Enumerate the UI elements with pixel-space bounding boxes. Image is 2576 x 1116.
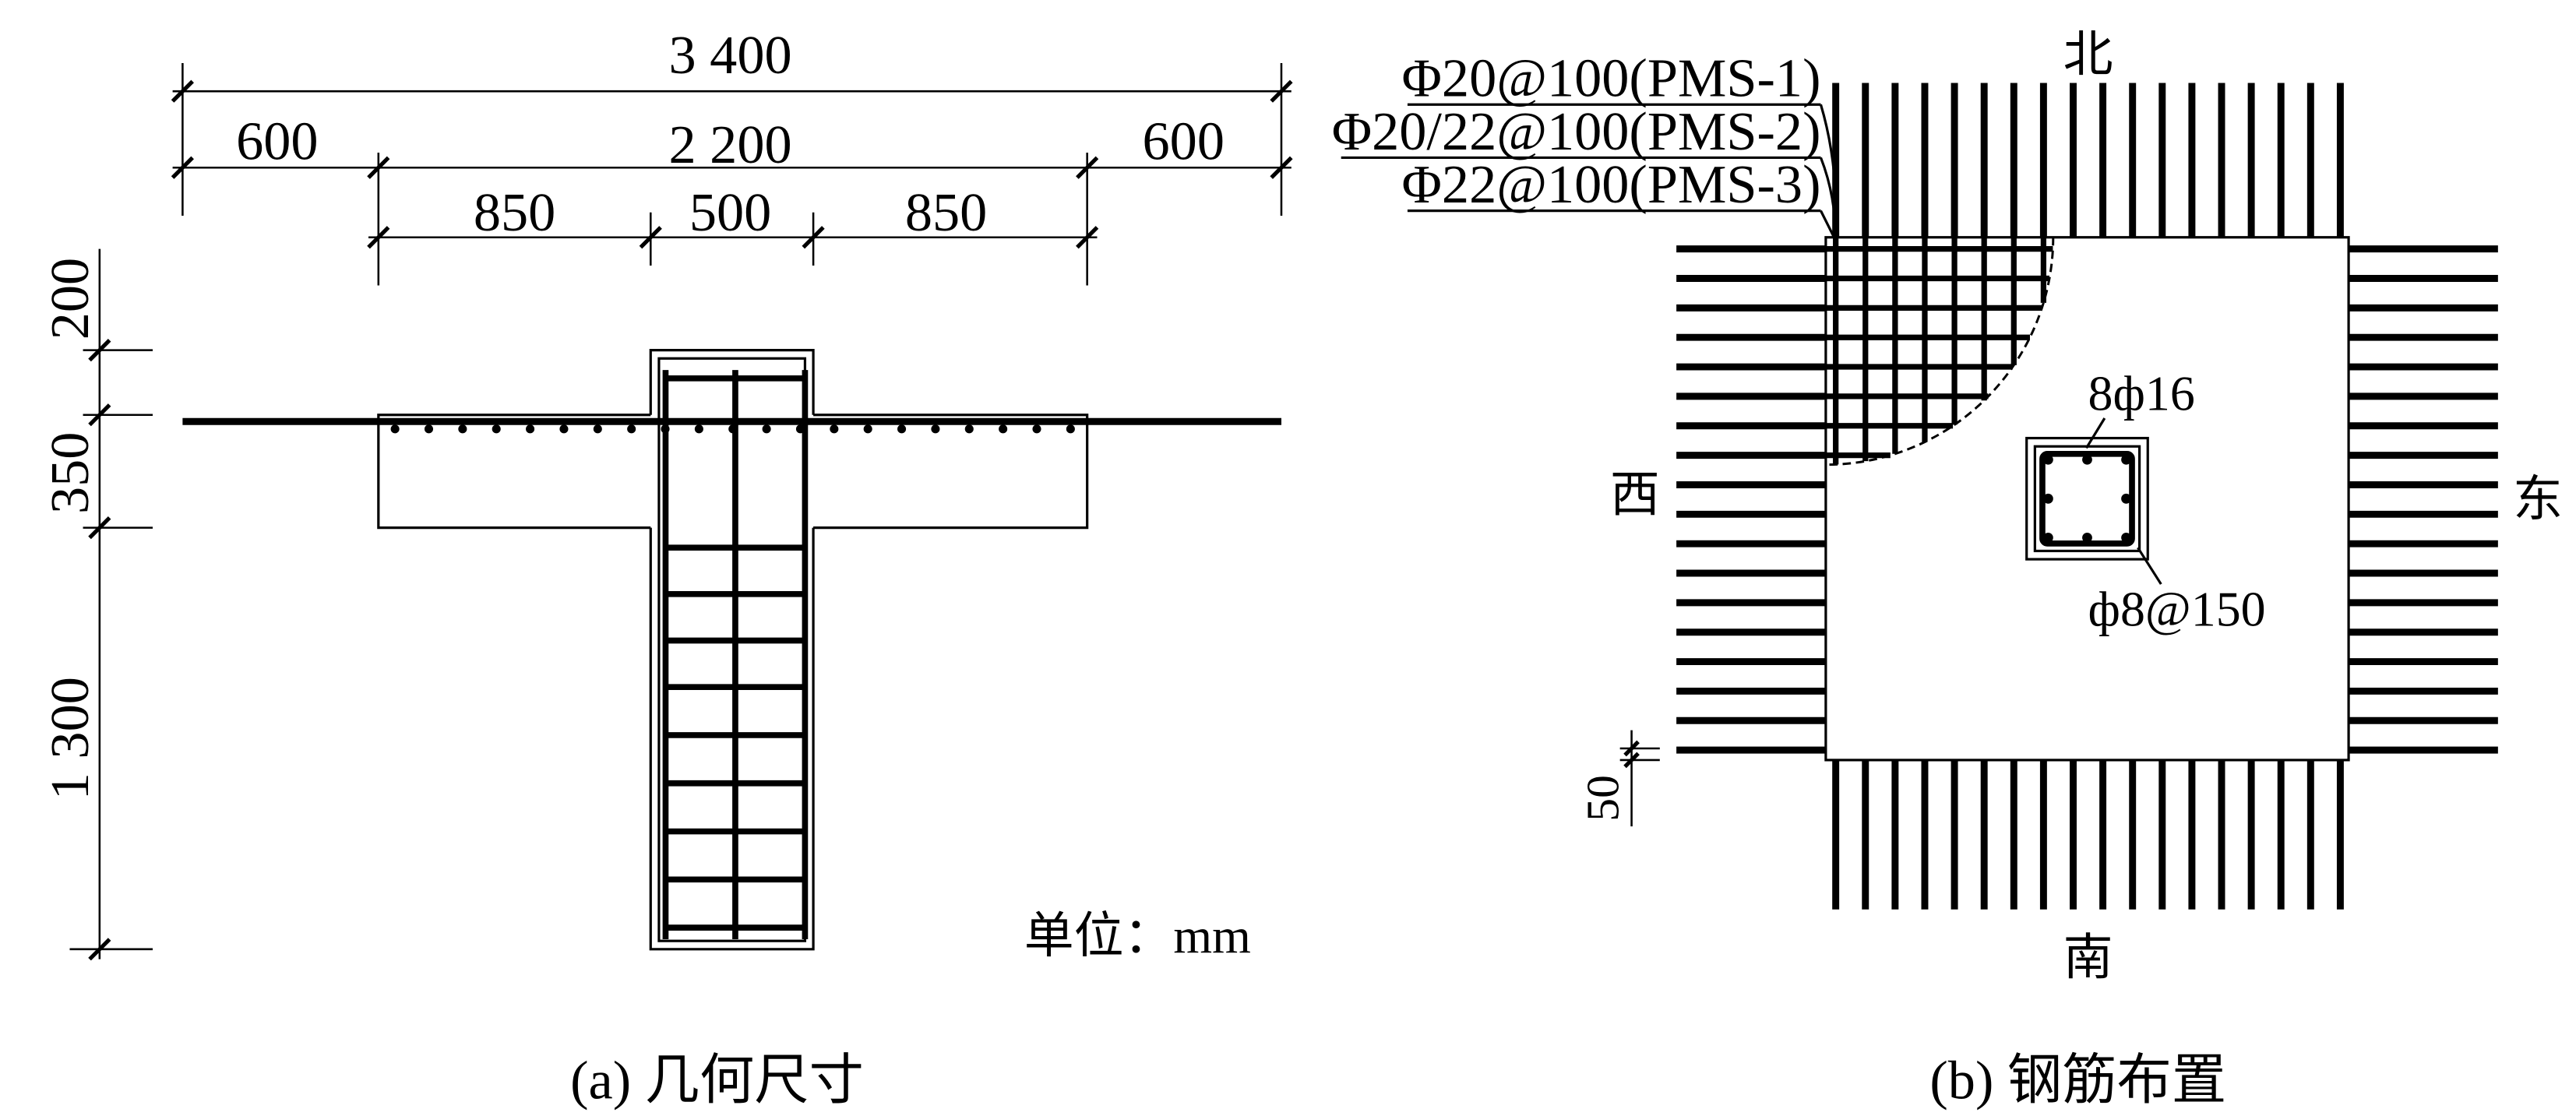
- column-bars-label: 8ф16: [2088, 365, 2195, 421]
- dimension-ticks-a: [88, 79, 1293, 961]
- dimension-text-left-span: 850: [474, 182, 555, 243]
- rebar-label-pms-1: Φ20@100(PMS-1): [1402, 48, 1821, 109]
- unit-label: 单位：mm: [1024, 908, 1251, 963]
- column-bar-dot: [2121, 454, 2131, 465]
- caption-figure-a: (a) 几何尺寸: [570, 1051, 864, 1111]
- dimension-text-overall: 3 400: [668, 25, 791, 86]
- column-outline-plan: [2025, 436, 2149, 561]
- dimension-tick: [1076, 156, 1099, 179]
- dimension-tick: [171, 156, 194, 179]
- slab-rebars: [1676, 83, 2498, 910]
- slab-rebar-dot: [863, 424, 872, 434]
- column-outline: [649, 527, 815, 951]
- direction-east: 东: [2513, 472, 2563, 527]
- column-plan: [2025, 436, 2149, 561]
- column-stub-outline: [649, 349, 815, 415]
- slab-rebar-dot: [1032, 424, 1041, 434]
- dimension-tick: [1076, 226, 1099, 249]
- slab-rebar-dot: [1066, 424, 1075, 434]
- dimension-tick: [171, 79, 194, 103]
- slab-rebar-dot: [424, 424, 434, 434]
- dimension-texts-a: 3 400 600 2 200 600 850 500 850 200 350 …: [40, 25, 1225, 801]
- column-bar-dot: [2043, 493, 2053, 504]
- slab-rebar-dot: [830, 424, 839, 434]
- slab-rebar-dot: [931, 424, 940, 434]
- slab-rebar-dot: [964, 424, 974, 434]
- dimension-lines-a: [69, 62, 1292, 959]
- dimension-text-right-span: 850: [905, 182, 987, 243]
- slab-rebar-dot: [694, 424, 703, 434]
- direction-north: 北: [2063, 27, 2113, 83]
- slab-rebar-dot: [458, 424, 467, 434]
- dimension-tick: [88, 403, 111, 427]
- dimension-text-right-overhang: 600: [1143, 111, 1225, 172]
- dimension-tick: [802, 226, 825, 249]
- dimension-tick: [88, 516, 111, 540]
- column-cover-line: [657, 357, 807, 942]
- cutaway-boundary-arc: [1825, 237, 2055, 466]
- figure-a: 3 400 600 2 200 600 850 500 850 200 350 …: [40, 25, 1293, 1111]
- slab-rebar-grid-cutaway: [1825, 237, 2053, 465]
- column-stirrup: [2039, 450, 2135, 547]
- dimension-text-column-height: 1 300: [40, 677, 100, 800]
- dimension-tick: [367, 226, 390, 249]
- slab-rebar-dot: [897, 424, 907, 434]
- dimension-text-stub-height: 200: [40, 258, 100, 340]
- column-bar-dot: [2043, 454, 2053, 465]
- column-ties: [665, 375, 805, 931]
- dimension-tick: [367, 156, 390, 179]
- leader-line: [1820, 209, 1838, 241]
- rebar-label-pms-3: Φ22@100(PMS-3): [1402, 154, 1821, 215]
- slab-rebar-dot: [492, 424, 501, 434]
- slab-rebar-dot: [559, 424, 569, 434]
- column-longitudinal-bar-dots: [2043, 454, 2131, 543]
- structure-outline-a: [377, 349, 1089, 951]
- edge-distance-dimension: 50: [1577, 730, 1660, 827]
- dimension-tick: [1270, 156, 1293, 179]
- dimension-tick: [1623, 752, 1640, 769]
- leader-line: [1819, 157, 1838, 241]
- column-longitudinal-bars: [662, 370, 809, 940]
- dimension-tick: [1623, 740, 1640, 757]
- dimension-text-column-width: 500: [689, 182, 771, 243]
- slab-outline-right: [813, 414, 1089, 530]
- dimension-text-slab-thickness: 350: [40, 432, 100, 514]
- column-bar-dot: [2082, 454, 2092, 465]
- leaders-b: [1341, 103, 2162, 585]
- slab-rebar-dot: [526, 424, 535, 434]
- column-bar-dot: [2121, 493, 2131, 504]
- dimension-text-left-overhang: 600: [236, 111, 318, 172]
- caption-figure-b: (b) 钢筋布置: [1929, 1051, 2226, 1111]
- column-bar-dot: [2082, 533, 2092, 543]
- slab-rebar-dot: [627, 424, 636, 434]
- leader-line-stirrups: [2137, 547, 2162, 585]
- rebar-label-pms-2: Φ20/22@100(PMS-2): [1332, 101, 1821, 162]
- direction-south: 南: [2063, 930, 2113, 985]
- slab-outline-plan: [1824, 236, 2350, 762]
- dimension-text-slab-width: 2 200: [668, 114, 791, 175]
- dimension-tick: [88, 938, 111, 961]
- slab-outline-left: [377, 414, 651, 530]
- slab-rebar-dot: [593, 424, 602, 434]
- slab-rebar-dot: [390, 424, 400, 434]
- direction-west: 西: [1610, 466, 1660, 522]
- slab-rebar-dot: [762, 424, 771, 434]
- slab-rebar-dot: [999, 424, 1008, 434]
- dimension-text-edge-distance: 50: [1577, 775, 1629, 822]
- rebar-labels: Φ20@100(PMS-1) Φ20/22@100(PMS-2) Φ22@100…: [1332, 48, 1821, 215]
- dimension-ticks-b: [1623, 740, 1640, 769]
- dimension-tick: [1270, 79, 1293, 103]
- column-stirrups-label: ф8@150: [2088, 581, 2266, 636]
- figure-b: 50 Φ20@100(PMS-1) Φ20/22@100(PMS-2) Φ22@…: [1332, 27, 2563, 1111]
- leader-line-column-bars: [2085, 417, 2106, 449]
- column-bar-dot: [2121, 533, 2131, 543]
- column-bar-dot: [2043, 533, 2053, 543]
- dimension-tick: [88, 339, 111, 362]
- dimension-tick: [639, 226, 662, 249]
